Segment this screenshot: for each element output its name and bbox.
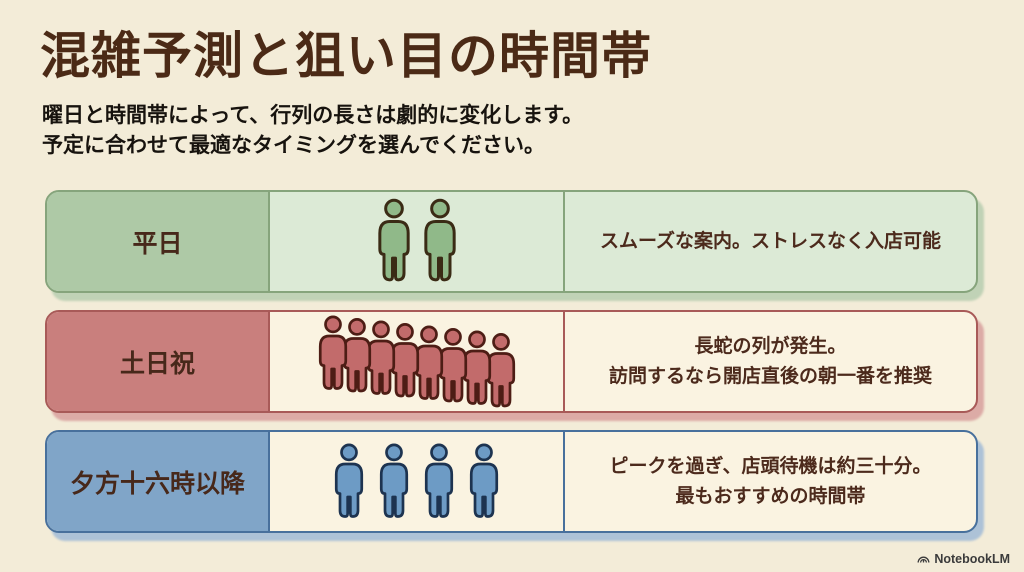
subtitle-line-2: 予定に合わせて最適なタイミングを選んでください。 [42, 134, 545, 158]
notebooklm-icon [917, 556, 930, 563]
time-slot-description: ピークを過ぎ、店頭待機は約三十分。 最もおすすめの時間帯 [609, 456, 932, 507]
row-weekday: 平日 スムーズな案内。ストレスなく入店可能 [45, 190, 978, 293]
crowd-forecast-table: 平日 スムーズな案内。ストレスなく入店可能 土日祝 長蛇の列が発生。 訪問するな… [45, 190, 978, 550]
crowd-level-icons [270, 312, 565, 411]
person-icon [376, 443, 412, 521]
person-icon [315, 315, 351, 393]
time-slot-label: 平日 [47, 192, 270, 291]
time-slot-description: 長蛇の列が発生。 訪問するなら開店直後の朝一番を推奨 [608, 336, 932, 387]
time-slot-label: 夕方十六時以降 [47, 432, 270, 531]
person-icon [421, 443, 457, 521]
person-icon [331, 443, 367, 521]
crowd-level-icons [270, 432, 565, 531]
person-icon [420, 198, 460, 285]
person-icon [374, 198, 414, 285]
time-slot-label: 土日祝 [47, 312, 270, 411]
page-title: 混雑予測と狙い目の時間帯 [40, 28, 652, 84]
subtitle-line-1: 曜日と時間帯によって、行列の長さは劇的に変化します。 [42, 104, 584, 127]
row-weekend-holiday: 土日祝 長蛇の列が発生。 訪問するなら開店直後の朝一番を推奨 [45, 310, 978, 413]
row-evening-after-16: 夕方十六時以降 ピークを過ぎ、店頭待機は約三十分。 最もおすすめの時間帯 [45, 430, 978, 533]
notebooklm-watermark: NotebookLM [917, 552, 1010, 566]
crowd-level-icons [270, 192, 565, 291]
person-icon [466, 443, 502, 521]
notebooklm-label: NotebookLM [934, 552, 1010, 566]
time-slot-description: スムーズな案内。ストレスなく入店可能 [599, 230, 942, 252]
page-subtitle: 曜日と時間帯によって、行列の長さは劇的に変化します。 予定に合わせて最適なタイミ… [42, 101, 583, 162]
